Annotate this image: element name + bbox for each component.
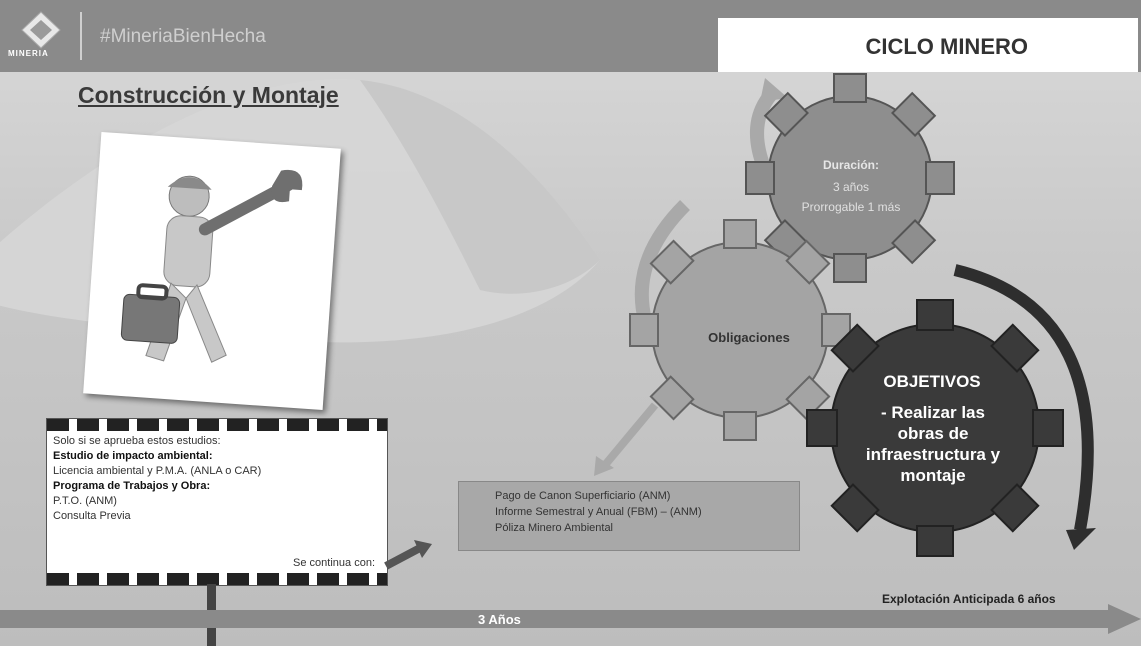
duration-line-2: Prorrogable 1 más bbox=[801, 200, 901, 214]
objectives-title: OBJETIVOS bbox=[883, 372, 981, 391]
objectives-line-2: obras de bbox=[897, 424, 969, 443]
section-box: CICLO MINERO bbox=[718, 18, 1138, 72]
hashtag: #MineriaBienHecha bbox=[100, 26, 266, 47]
gears-diagram bbox=[594, 73, 1096, 557]
worker-illustration bbox=[120, 169, 303, 363]
duration-gear bbox=[745, 73, 955, 283]
sign-text: Solo si se aprueba estos estudios: Estud… bbox=[53, 434, 261, 524]
mineria-logo bbox=[21, 11, 61, 49]
logo-text: MINERIA bbox=[8, 49, 49, 58]
study2-detail-1: P.T.O. (ANM) bbox=[53, 495, 117, 507]
requirements-sign: Solo si se aprueba estos estudios: Estud… bbox=[46, 418, 388, 586]
obligations-box: Pago de Canon Superficiario (ANM) Inform… bbox=[458, 481, 800, 551]
objectives-line-1: - Realizar las bbox=[881, 403, 985, 422]
curved-arrow-left bbox=[634, 200, 690, 322]
study1-title: Estudio de impacto ambiental: bbox=[53, 450, 213, 462]
timeline-arrow bbox=[0, 604, 1141, 634]
continue-arrow-icon bbox=[384, 540, 432, 570]
objectives-line-3: infraestructura y bbox=[865, 445, 1001, 464]
section-title: CICLO MINERO bbox=[865, 34, 1028, 59]
page-title: Construcción y Montaje bbox=[78, 82, 339, 108]
duration-line-1: 3 años bbox=[832, 180, 870, 194]
curved-arrow-right bbox=[953, 264, 1094, 532]
sign-stripe-top bbox=[47, 419, 387, 431]
objectives-line-4: montaje bbox=[900, 466, 966, 485]
obligations-label: Obligaciones bbox=[708, 330, 790, 345]
worker-photo bbox=[83, 131, 341, 411]
study2-detail-2: Consulta Previa bbox=[53, 510, 131, 522]
header-divider bbox=[80, 12, 82, 60]
obligation-item-2: Informe Semestral y Anual (FBM) – (ANM) bbox=[495, 506, 702, 518]
arrow-to-list bbox=[601, 402, 659, 468]
sign-intro: Solo si se aprueba estos estudios: bbox=[53, 435, 221, 447]
obligations-list: Pago de Canon Superficiario (ANM) Inform… bbox=[495, 488, 702, 536]
duration-title: Duración: bbox=[822, 158, 879, 172]
explotacion-label: Explotación Anticipada 6 años bbox=[882, 592, 1056, 606]
study2-title: Programa de Trabajos y Obra: bbox=[53, 480, 211, 492]
study1-detail: Licencia ambiental y P.M.A. (ANLA o CAR) bbox=[53, 465, 262, 477]
timeline-label: 3 Años bbox=[478, 612, 521, 627]
obligation-item-1: Pago de Canon Superficiario (ANM) bbox=[495, 490, 671, 502]
continue-text: Se continua con: bbox=[293, 557, 375, 569]
sign-stripe-bottom bbox=[47, 573, 387, 585]
obligation-item-3: Póliza Minero Ambiental bbox=[495, 522, 614, 534]
objectives-gear bbox=[806, 299, 1064, 557]
obligations-gear bbox=[629, 219, 851, 441]
